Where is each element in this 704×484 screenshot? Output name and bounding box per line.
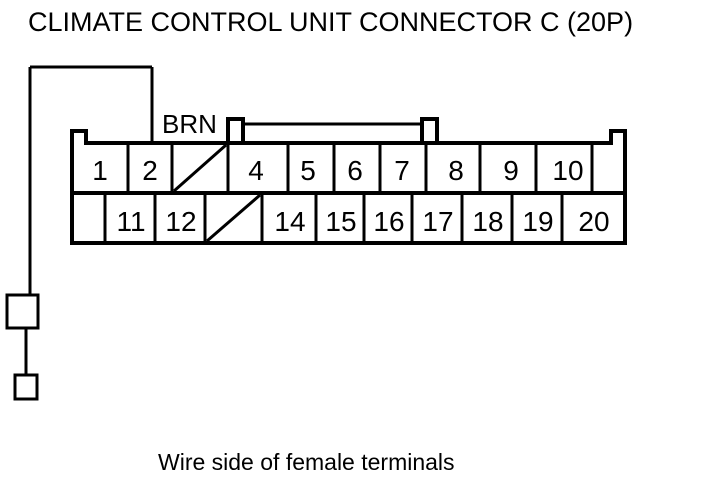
pin-label-9: 9 — [503, 155, 519, 186]
pin-label-12: 12 — [165, 206, 196, 237]
pin-label-15: 15 — [325, 206, 356, 237]
terminal-symbol-lower — [13, 373, 39, 401]
pin-label-10: 10 — [552, 155, 583, 186]
pin-label-17: 17 — [422, 206, 453, 237]
pin-label-1: 1 — [92, 155, 108, 186]
terminal-symbol-upper — [5, 293, 40, 330]
figure-caption: Wire side of female terminals — [158, 449, 455, 475]
pin-label-11: 11 — [116, 206, 145, 237]
blank-cavity-diagonal-3 — [173, 143, 227, 193]
pin-label-4: 4 — [248, 155, 264, 186]
top-row-dividers — [126, 143, 594, 193]
pin-label-5: 5 — [300, 155, 316, 186]
wire-color-label-brn: BRN — [162, 109, 217, 139]
pin-label-18: 18 — [472, 206, 503, 237]
pin-label-16: 16 — [373, 206, 404, 237]
connector-latch-tab — [226, 117, 439, 145]
page-title: CLIMATE CONTROL UNIT CONNECTOR C (20P) — [28, 7, 634, 37]
pin-label-19: 19 — [522, 206, 553, 237]
pin-label-20: 20 — [578, 206, 609, 237]
pin-label-2: 2 — [142, 155, 158, 186]
pin-label-7: 7 — [394, 155, 410, 186]
pin-label-14: 14 — [274, 206, 305, 237]
bottom-row-dividers — [103, 193, 564, 243]
pin-label-8: 8 — [448, 155, 464, 186]
blank-cavity-diagonal-13 — [206, 193, 261, 243]
brn-wire-path — [24, 65, 154, 375]
pin-label-6: 6 — [347, 155, 363, 186]
